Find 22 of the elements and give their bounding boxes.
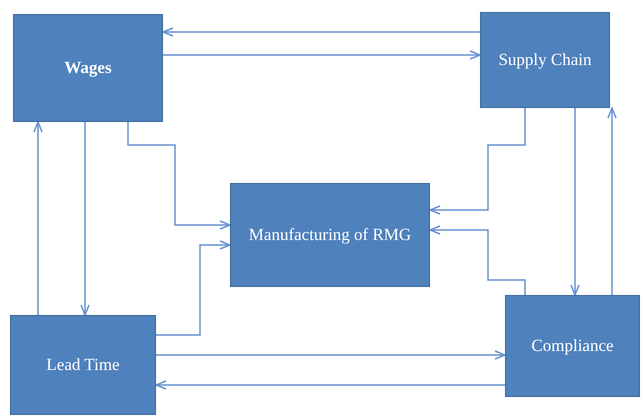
box-label: Lead Time	[46, 354, 120, 376]
arrow	[33, 121, 43, 315]
process-box	[10, 315, 156, 415]
process-box	[480, 12, 610, 108]
process-box	[13, 14, 163, 122]
box-label: Supply Chain	[498, 49, 592, 71]
arrow	[429, 225, 526, 295]
arrow	[156, 350, 506, 360]
arrow	[155, 380, 505, 390]
process-box	[505, 295, 640, 397]
process-box	[230, 183, 430, 287]
box-label: Compliance	[531, 335, 614, 357]
arrow	[127, 122, 231, 230]
box-label: Manufacturing of RMG	[248, 224, 412, 246]
arrow	[429, 108, 526, 215]
box-label: Wages	[64, 57, 112, 79]
arrow	[163, 50, 481, 60]
arrow	[156, 240, 231, 336]
arrow	[162, 27, 480, 37]
arrow	[80, 122, 90, 316]
arrow	[570, 108, 580, 296]
arrow	[607, 107, 617, 295]
